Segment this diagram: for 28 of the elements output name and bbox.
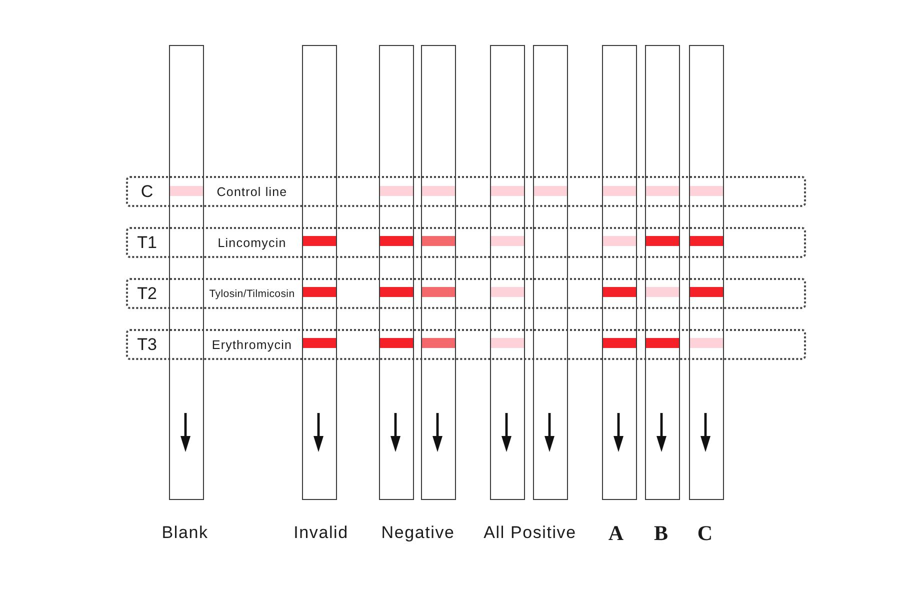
zone-code-label: T3 xyxy=(137,334,157,354)
dashed-zone-outline xyxy=(126,176,806,207)
zone-code-label: T1 xyxy=(137,232,157,252)
test-strip xyxy=(379,45,414,500)
result-label: All Positive xyxy=(484,523,576,543)
test-strip xyxy=(602,45,637,500)
dashed-zone-outline xyxy=(126,278,806,309)
dashed-zone-outline xyxy=(126,329,806,360)
test-strip xyxy=(490,45,525,500)
result-label: Blank xyxy=(162,523,208,543)
test-strip xyxy=(645,45,680,500)
zone-code-label: T2 xyxy=(137,284,157,304)
result-label: A xyxy=(608,523,624,543)
result-label: C xyxy=(697,523,713,543)
zone-name-label: Erythromycin xyxy=(212,338,292,352)
test-strip xyxy=(302,45,337,500)
zone-name-label: Control line xyxy=(216,184,288,198)
test-strip xyxy=(169,45,204,500)
test-strip xyxy=(533,45,568,500)
zone-name-label: Tylosin/Tilmicosin xyxy=(209,288,295,300)
result-label: B xyxy=(654,523,668,543)
dashed-zone-outline xyxy=(126,227,806,258)
test-strip xyxy=(421,45,456,500)
zone-code-label: C xyxy=(140,182,154,202)
result-label: Invalid xyxy=(294,523,348,543)
zone-name-label: Lincomycin xyxy=(218,236,286,250)
test-strip xyxy=(689,45,724,500)
result-label: Negative xyxy=(381,523,455,543)
